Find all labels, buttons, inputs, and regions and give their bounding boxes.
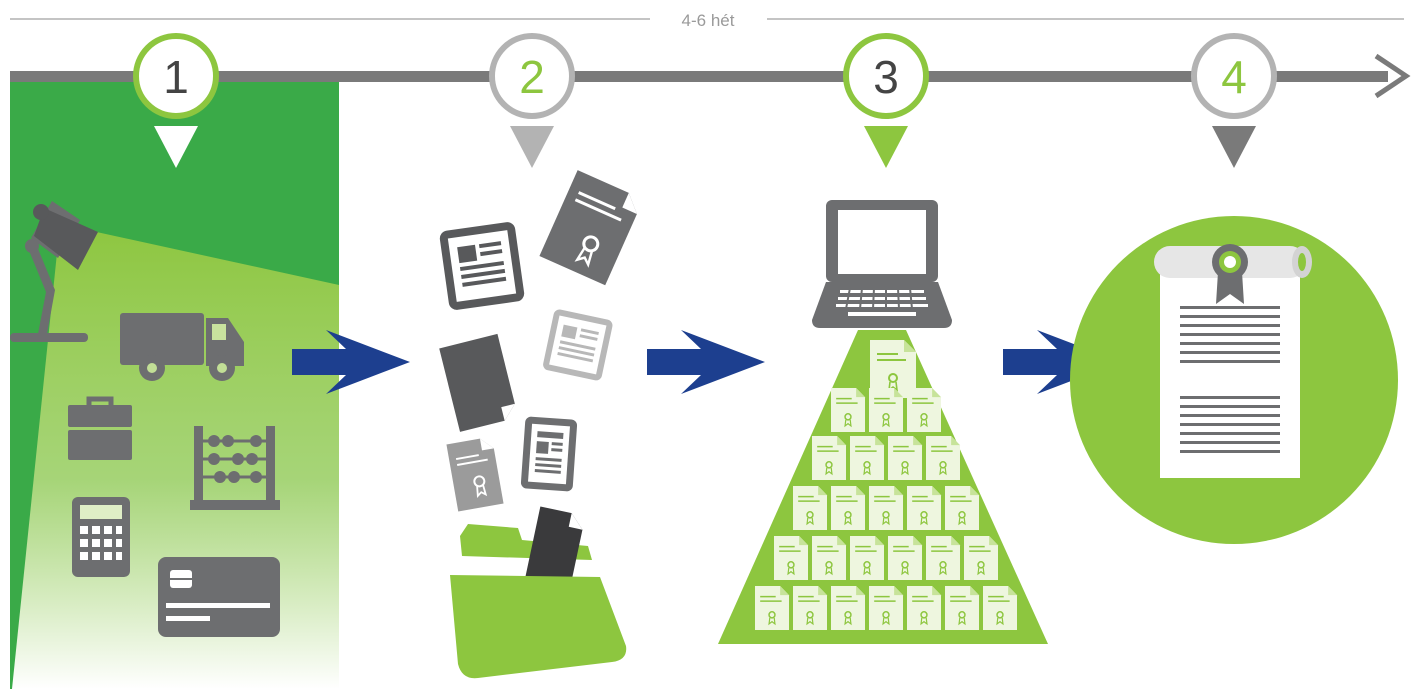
step-4-pointer: [1212, 126, 1256, 168]
timeline-arrow: [10, 53, 1411, 99]
briefcase-icon: [68, 396, 132, 460]
diploma-scroll-icon: [1154, 244, 1312, 304]
document-icon: [543, 309, 613, 381]
certificate-icon: [925, 535, 961, 581]
certificate-icon: [963, 535, 999, 581]
certificate-icon: [868, 585, 904, 631]
abacus-icon: [190, 426, 280, 510]
step-1-pointer: [154, 126, 198, 168]
step-4-ring: [1191, 33, 1277, 119]
certificate-icon: [811, 435, 847, 481]
step-marker-3: 3: [843, 33, 929, 168]
duration-label: 4-6 hét: [682, 11, 735, 30]
step-marker-4: 4: [1191, 33, 1277, 168]
certificate-icon: [944, 485, 980, 531]
document-icon: [439, 222, 525, 310]
document-icon: [439, 333, 515, 432]
certificate-icon: [792, 485, 828, 531]
certificate-icon: [944, 585, 980, 631]
certificate-icon: [887, 535, 923, 581]
certificate-icon: [830, 387, 866, 433]
certificate-icon: [906, 485, 942, 531]
certificate-icon: [906, 585, 942, 631]
document-icon: [520, 416, 578, 492]
certificate-icon: [887, 435, 923, 481]
certificate-icon: [754, 585, 790, 631]
certificate-icon: [982, 585, 1018, 631]
certificate-icon: [773, 535, 809, 581]
laptop-icon: [812, 200, 952, 328]
certificate-icon: [811, 535, 847, 581]
certificate-icon: [868, 485, 904, 531]
step-4-number: 4: [1221, 51, 1247, 103]
step-2-number: 2: [519, 51, 545, 103]
step-3-pointer: [864, 126, 908, 168]
certificate-icon: [906, 387, 942, 433]
certificate-icon: [849, 435, 885, 481]
delivery-truck-icon: [120, 313, 244, 381]
diploma-badge: [1070, 216, 1398, 544]
step-1-number: 1: [163, 51, 189, 103]
step-2-ring: [489, 33, 575, 119]
flow-arrow-3: [1003, 330, 1121, 394]
certificate-icon: [539, 170, 637, 286]
calculator-icon: [72, 497, 130, 577]
step-1-ring: [133, 33, 219, 119]
certificate-icon: [830, 485, 866, 531]
step-marker-2: 2: [489, 33, 575, 168]
step-3-ring: [843, 33, 929, 119]
flow-arrow-1: [292, 330, 410, 394]
certificate-icon: [868, 387, 904, 433]
certificate-icon: [830, 585, 866, 631]
flow-arrow-2: [647, 330, 765, 394]
certificate-icon: [925, 435, 961, 481]
certificate-icon: [792, 585, 828, 631]
step-marker-1: 1: [133, 33, 219, 168]
duration-line: 4-6 hét: [10, 11, 1404, 30]
credit-card-icon: [158, 557, 280, 637]
folder-icon: [450, 506, 627, 679]
step-3-number: 3: [873, 51, 899, 103]
certificate-icon: [849, 535, 885, 581]
desk-lamp-icon: [10, 201, 98, 342]
certificate-icon: [446, 438, 504, 512]
step-2-pointer: [510, 126, 554, 168]
